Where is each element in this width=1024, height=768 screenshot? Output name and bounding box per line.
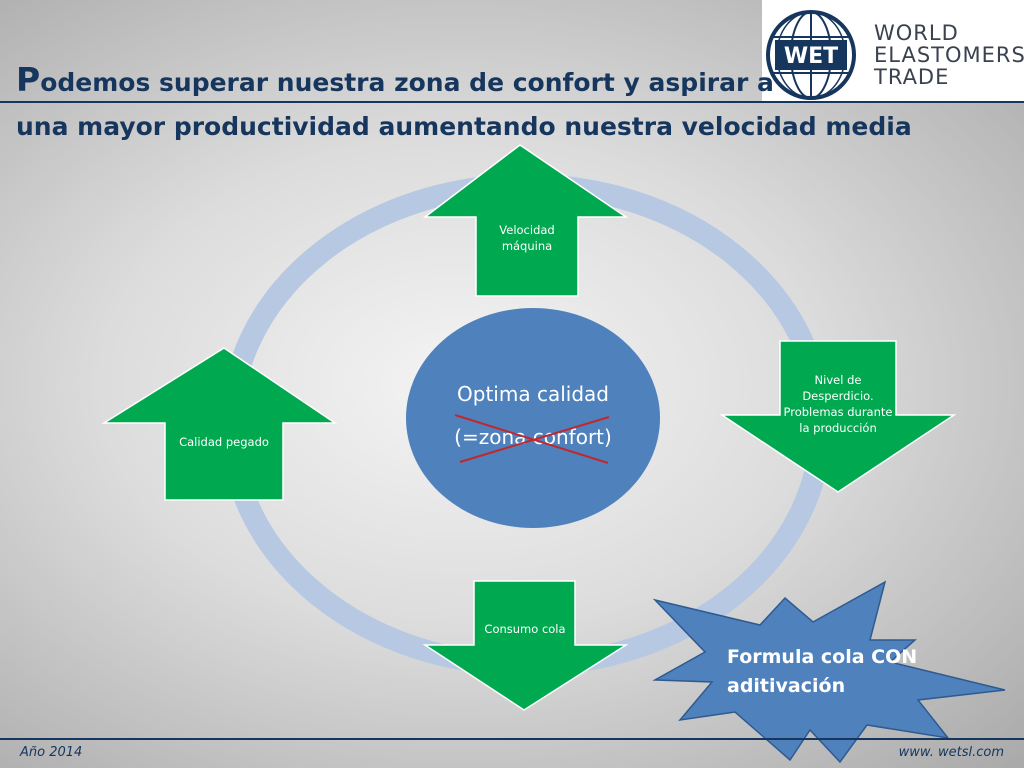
title-first-letter: P (16, 60, 41, 99)
callout-line1: Formula cola CON (727, 646, 918, 668)
label-desperdicio: Nivel de Desperdicio. Problemas durante … (772, 372, 904, 436)
callout-text: Formula cola CON aditivación (727, 643, 957, 701)
callout-line2: aditivación (727, 675, 846, 697)
center-label-line2: (=zona confort) (454, 425, 612, 449)
footer-website: www. wetsl.com (898, 745, 1004, 760)
title-line2: una mayor productividad aumentando nuest… (16, 112, 912, 141)
label-velocidad: Velocidad máquina (476, 222, 578, 254)
label-desperdicio-line4: la producción (799, 421, 877, 435)
logo-wordmark: WORLD ELASTOMERS TRADE (874, 22, 1024, 88)
label-consumo-cola: Consumo cola (484, 622, 566, 636)
footer-year: Año 2014 (20, 745, 83, 760)
logo-line1: WORLD (874, 21, 959, 45)
label-desperdicio-line2: Desperdicio. (802, 389, 874, 403)
footer-rule (0, 738, 1024, 740)
label-calidad-pegado: Calidad pegado (179, 435, 269, 449)
logo-mark: WET (784, 44, 838, 69)
slide-title: Podemos superar nuestra zona de confort … (16, 58, 916, 149)
arrow-up-velocidad (422, 144, 629, 297)
arrow-up-calidad (101, 347, 338, 501)
label-velocidad-line2: máquina (501, 239, 553, 253)
logo-line2: ELASTOMERS (874, 43, 1024, 67)
arrow-down-desperdicio (719, 340, 957, 493)
title-rule (0, 101, 1024, 103)
label-desperdicio-line3: Problemas durante (783, 405, 893, 419)
label-velocidad-line1: Velocidad (499, 223, 555, 237)
center-label-line1: Optima calidad (457, 382, 609, 406)
logo-line3: TRADE (874, 65, 950, 89)
center-ellipse (406, 308, 660, 528)
globe-icon: WET (766, 10, 856, 100)
label-desperdicio-line1: Nivel de (814, 373, 862, 387)
arrow-down-consumo (422, 580, 629, 711)
title-line1: odemos superar nuestra zona de confort y… (40, 68, 774, 97)
